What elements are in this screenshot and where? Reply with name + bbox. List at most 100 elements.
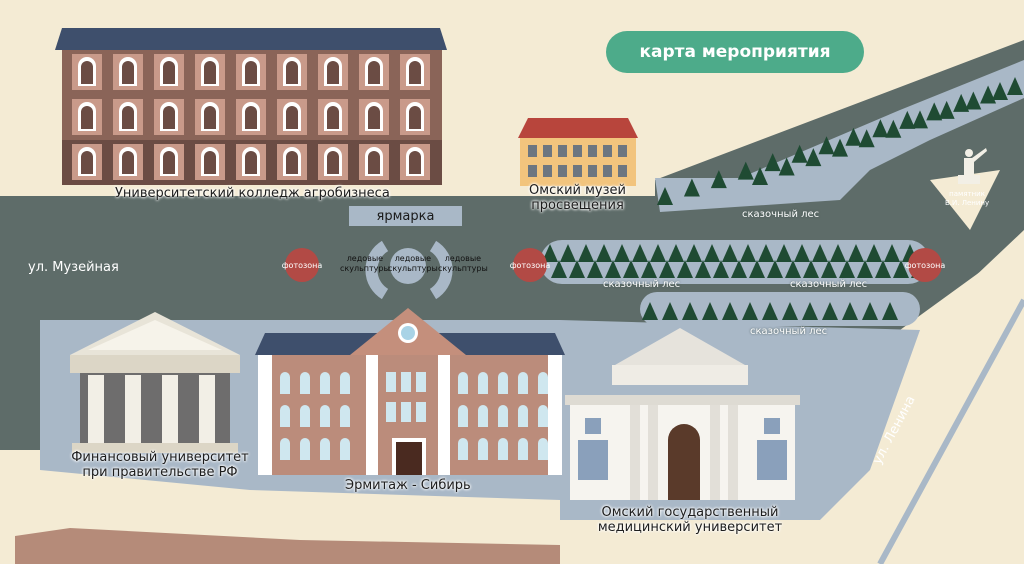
tree-icon	[722, 302, 738, 320]
tree-icon	[812, 244, 828, 262]
window	[518, 372, 528, 394]
finance-building	[70, 312, 240, 453]
window	[320, 372, 330, 394]
tree-icon	[596, 244, 612, 262]
tree-icon	[683, 178, 700, 197]
tree-icon	[752, 167, 768, 185]
tree-icon	[791, 144, 808, 163]
tree-icon	[702, 302, 718, 320]
window	[280, 438, 290, 460]
tree-icon	[785, 260, 801, 278]
tree-icon	[713, 260, 729, 278]
window	[588, 165, 597, 177]
tree-icon	[762, 302, 778, 320]
tree-icon	[764, 153, 781, 172]
tree-icon	[740, 244, 756, 262]
window	[498, 438, 508, 460]
tree-icon	[839, 260, 855, 278]
window	[280, 405, 290, 427]
window	[340, 438, 350, 460]
tree-icon	[710, 170, 727, 189]
window	[543, 145, 552, 157]
tree-icon	[803, 260, 819, 278]
window	[386, 402, 396, 422]
window	[478, 438, 488, 460]
tree-icon	[845, 127, 862, 146]
tree-icon	[1007, 77, 1023, 95]
tree-icon	[657, 187, 673, 205]
tree-icon	[722, 244, 738, 262]
window	[603, 145, 612, 157]
ice-sculpture-left	[365, 240, 389, 300]
tree-icon	[802, 302, 818, 320]
window	[280, 372, 290, 394]
window	[588, 145, 597, 157]
tree-icon	[857, 260, 873, 278]
museum-label-line2: просвещения	[531, 198, 624, 213]
tree-icon	[731, 260, 747, 278]
tree-icon	[884, 244, 900, 262]
lenin-monument-icon	[958, 148, 987, 184]
monument-label: памятник В.И. Ленину	[945, 190, 989, 208]
window	[340, 405, 350, 427]
tree-icon	[875, 260, 891, 278]
tree-icon	[832, 138, 848, 157]
tree-icon	[668, 244, 684, 262]
medical-line2: медицинский университет	[597, 520, 783, 535]
college-building	[55, 28, 447, 185]
tree-icon	[822, 302, 838, 320]
tree-icon	[818, 136, 835, 155]
ice-right-line2: скульптуры	[438, 264, 488, 273]
ice-left-line1: ледовые	[346, 254, 384, 263]
tree-icon	[704, 244, 720, 262]
ice-right-line1: ледовые	[444, 254, 482, 263]
monument-line1: памятник	[949, 190, 985, 198]
tree-icon	[560, 244, 576, 262]
window	[538, 438, 548, 460]
photo-zone-2[interactable]: фотозона	[510, 248, 550, 282]
tree-icon	[926, 102, 943, 121]
medical-line1: Омский государственный	[601, 505, 779, 520]
tree-icon	[776, 244, 792, 262]
tree-icon	[650, 244, 666, 262]
window	[458, 438, 468, 460]
tree-icon	[872, 119, 889, 138]
tree-icon	[885, 119, 902, 138]
fair-zone[interactable]: ярмарка	[349, 206, 462, 226]
tree-icon	[662, 302, 678, 320]
forest-band-2	[640, 292, 920, 326]
tree-icon	[953, 93, 970, 112]
window	[300, 405, 310, 427]
tree-icon	[882, 302, 898, 320]
window	[518, 438, 528, 460]
window	[538, 372, 548, 394]
tree-icon	[749, 260, 765, 278]
window	[458, 372, 468, 394]
tree-icon	[737, 161, 754, 180]
window	[603, 165, 612, 177]
window	[618, 165, 627, 177]
tree-icon	[782, 302, 798, 320]
window	[573, 165, 582, 177]
tree-icon	[569, 260, 585, 278]
brown-lot	[15, 528, 560, 564]
window	[618, 145, 627, 157]
window	[573, 145, 582, 157]
tree-icon	[778, 157, 795, 176]
museum-building	[518, 118, 638, 186]
medical-label: Омский государственный медицинский униве…	[590, 505, 790, 535]
ice-center-line1: ледовые	[394, 254, 432, 263]
tree-icon	[578, 244, 594, 262]
tree-icon	[899, 110, 916, 129]
photo-zone-3[interactable]: фотозона	[905, 248, 945, 282]
window	[528, 165, 537, 177]
street-edge	[877, 298, 1024, 564]
photo-zone-1[interactable]: фотозона	[282, 248, 322, 282]
finance-label: Финансовый университет при правительстве…	[60, 450, 260, 480]
window	[528, 145, 537, 157]
tree-icon	[682, 302, 698, 320]
